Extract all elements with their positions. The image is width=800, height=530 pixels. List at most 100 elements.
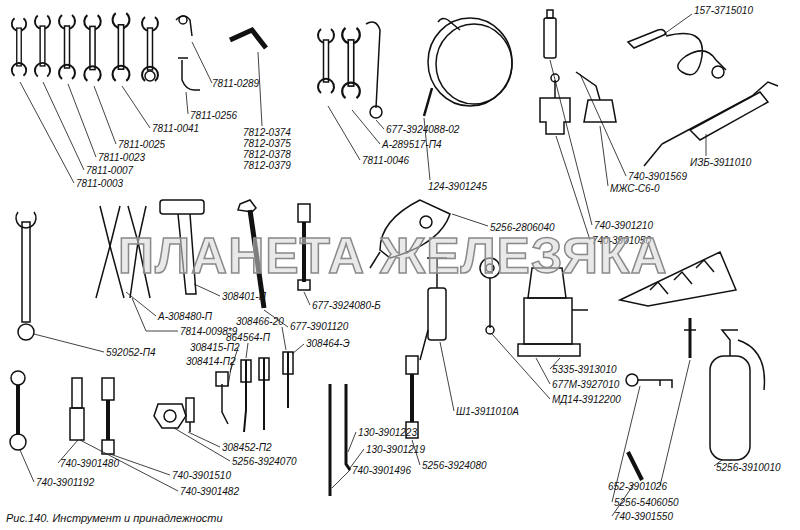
part-number: 5256-3924070 [232,456,297,467]
leader-line [174,428,230,461]
tools [10,10,778,496]
part-number: А-289517-П4 [382,139,442,150]
tool-drawing [72,378,82,408]
part-number: 7811-0007 [86,165,133,176]
leader-line [304,292,310,305]
part-number: 677-3924080-Б [312,300,381,311]
tool-drawing [752,82,778,96]
tool-drawing [370,106,382,118]
tool-drawing [710,356,750,460]
tool-drawing [154,404,186,428]
leader-line [550,60,592,225]
tool-drawing [428,18,512,106]
leader-line [452,214,488,226]
leader-line [186,92,188,114]
leader-line [328,106,360,160]
tool-drawing [102,378,114,400]
tool-drawing [547,10,553,18]
part-number: 7811-0025 [118,139,165,150]
leader-line [68,84,96,157]
leader-line [536,358,550,384]
part-number: 652-3901026 [608,481,667,492]
part-number: 7811-0041 [152,123,199,134]
tool-drawing [11,371,25,385]
part-number: 864564-П [226,332,270,343]
leader-line [122,86,150,128]
tool-drawing [182,60,200,90]
part-number: 740-3901569 [628,171,687,182]
leader-line [110,454,170,475]
leader-line [600,126,608,186]
tool-drawing [420,216,432,228]
tool-drawing [16,385,20,435]
tool-drawing [241,360,251,382]
tool-drawing [102,440,114,454]
tool-drawing [540,98,570,134]
part-number: МЖС-С6-0 [610,183,660,194]
tool-drawing [410,374,414,422]
part-number: Ш1-3911010А [456,406,519,417]
tool-drawing [283,352,293,374]
tool-drawing [689,318,692,358]
tool-drawing [486,326,494,334]
part-number: 308464-Э [306,338,350,349]
tool-drawing [628,452,642,480]
part-number: 5256-3924080 [422,460,487,471]
part-number: 5256-5406050 [614,497,679,508]
leader-line [580,74,626,176]
tool-drawing [428,288,446,340]
watermark: ПЛАНЕТА ЖЕЛЕЗЯКА [118,228,668,284]
leader-line [332,470,350,488]
tool-drawing [738,340,764,390]
tool-drawing [420,330,428,360]
tool-drawing [70,408,84,440]
part-number: МД14-3912200 [552,394,621,405]
tool-drawing [424,88,432,116]
leader-line [94,86,116,144]
part-number: 592052-П4 [106,347,156,358]
tool-drawing [189,422,191,432]
leader-line [192,42,212,83]
tool-drawing [298,204,310,222]
part-number: 740-3901482 [180,486,239,497]
tool-drawing [638,380,672,388]
part-number: 130-3901223 [358,427,417,438]
tool-drawing [690,92,768,140]
part-number: А-308480-П [158,311,212,322]
leader-line [352,110,380,144]
part-number: 740-3901496 [352,465,411,476]
leader-line [43,82,84,170]
part-number: 308401-П [222,291,266,302]
leader-line [492,334,550,399]
tool-drawing [142,17,158,81]
tool-drawing [113,13,130,81]
part-number: 7811-0256 [190,110,237,121]
tool-drawing [18,324,34,340]
part-number: 740-3901480 [60,458,119,469]
leader-line [20,450,34,482]
tool-drawing [722,330,738,356]
leader-line [126,292,156,316]
tool-drawing [222,384,228,424]
tool-drawing [287,352,289,408]
part-number: ИЗБ-3911010 [690,157,751,168]
tool-drawing [346,384,350,470]
tool-drawing [644,144,662,166]
part-number: 5256-3910010 [716,462,781,473]
tool-drawing [216,372,228,386]
tool-drawing [438,18,460,30]
tool-drawing [164,410,176,422]
tool-drawing [22,222,30,322]
tool-drawing [96,206,110,298]
tool-drawing [176,16,192,36]
leader-line [246,343,248,358]
tool-drawing [628,30,666,49]
tool-drawing [84,15,100,81]
tool-drawing [145,71,155,81]
tool-drawing [35,16,50,77]
tool-drawing [318,29,334,93]
tool-drawing [684,329,696,331]
tool-drawing [179,16,187,24]
leader-line [258,52,262,126]
